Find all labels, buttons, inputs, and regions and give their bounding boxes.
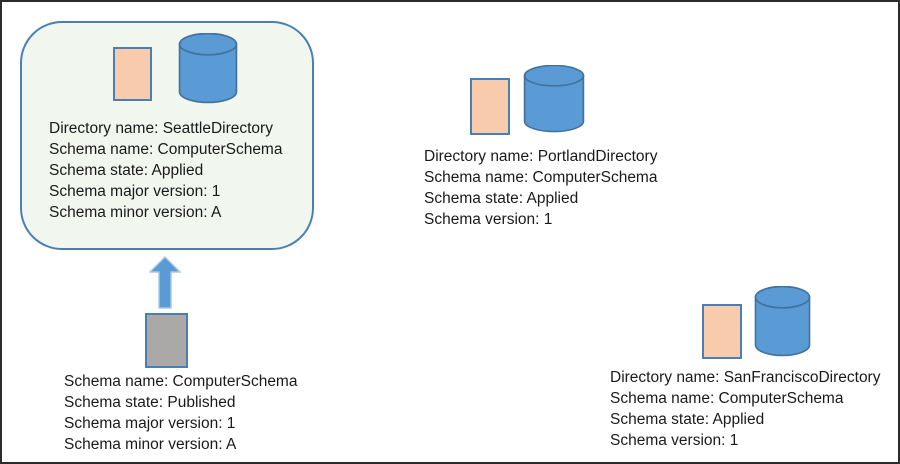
schema-major-version-line: Schema major version: 1: [49, 183, 221, 200]
seattle-directory-labels: Directory name: SeattleDirectory Schema …: [49, 118, 282, 223]
directory-name-line: Directory name: SanFranciscoDirectory: [610, 369, 881, 386]
schema-version-line: Schema version: 1: [610, 432, 739, 449]
schema-minor-version-line: Schema minor version: A: [64, 436, 237, 453]
schema-name-line: Schema name: ComputerSchema: [49, 141, 283, 158]
directory-datastore-icon: [754, 286, 811, 357]
schema-state-line: Schema state: Applied: [49, 162, 204, 179]
schema-name-line: Schema name: ComputerSchema: [64, 373, 298, 390]
schema-state-line: Schema state: Applied: [610, 411, 765, 428]
schema-version-line: Schema version: 1: [424, 211, 553, 228]
seattle-directory-group: Directory name: SeattleDirectory Schema …: [20, 21, 314, 250]
schema-template-icon: [470, 78, 510, 135]
published-schema-icon: [145, 313, 188, 368]
directory-datastore-icon: [523, 65, 585, 133]
san-francisco-directory-labels: Directory name: SanFranciscoDirectory Sc…: [610, 367, 880, 451]
upgrade-arrow-icon: [149, 256, 181, 309]
directory-name-line: Directory name: SeattleDirectory: [49, 120, 273, 137]
schema-name-line: Schema name: ComputerSchema: [424, 169, 658, 186]
schema-state-line: Schema state: Published: [64, 394, 236, 411]
published-schema-labels: Schema name: ComputerSchema Schema state…: [64, 371, 297, 455]
schema-template-icon: [702, 304, 742, 359]
portland-directory-labels: Directory name: PortlandDirectory Schema…: [424, 146, 657, 230]
schema-major-version-line: Schema major version: 1: [64, 415, 236, 432]
schema-template-icon: [113, 47, 152, 101]
schema-minor-version-line: Schema minor version: A: [49, 204, 222, 221]
directory-name-line: Directory name: PortlandDirectory: [424, 148, 658, 165]
schema-state-line: Schema state: Applied: [424, 190, 579, 207]
directory-datastore-icon: [178, 33, 238, 104]
schema-name-line: Schema name: ComputerSchema: [610, 390, 844, 407]
